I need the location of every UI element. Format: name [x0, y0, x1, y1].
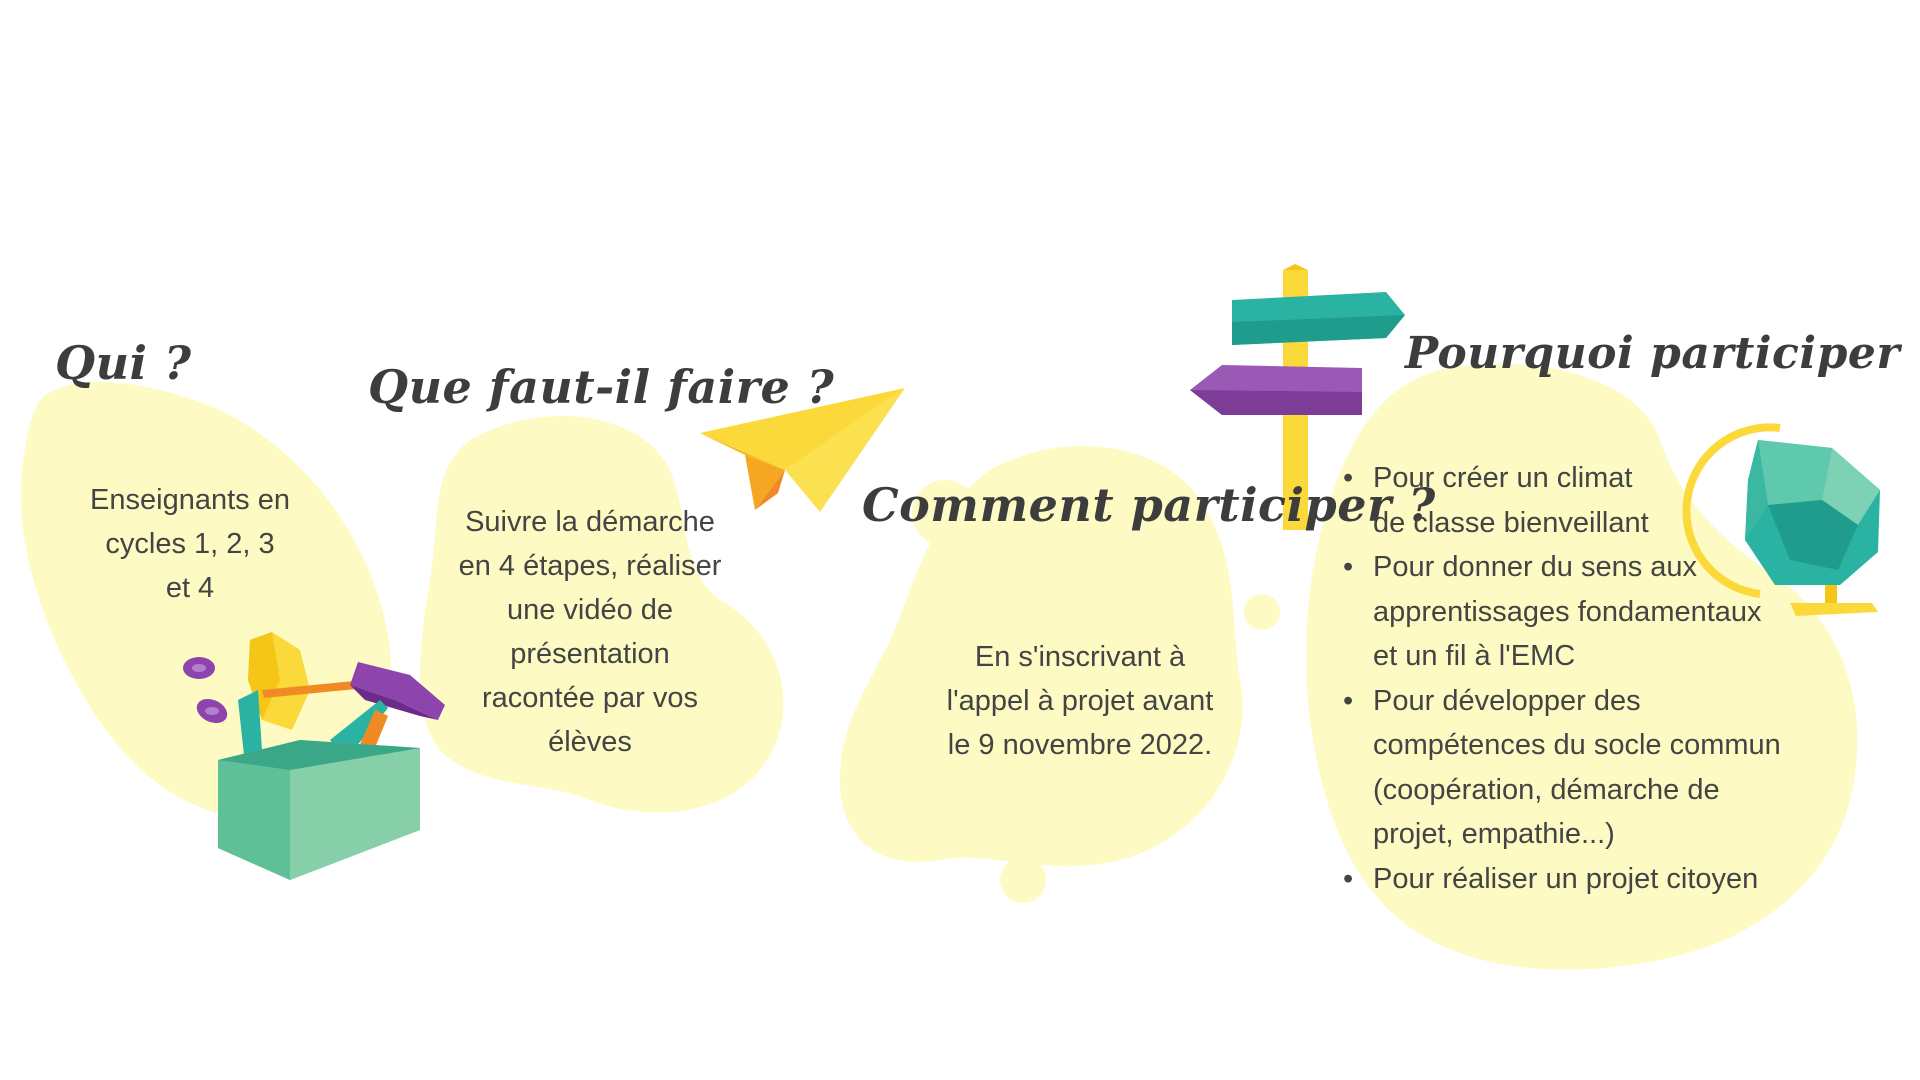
text-line: et 4	[165, 572, 215, 604]
text-line: élèves	[548, 726, 632, 758]
list-item-line: apprentissages fondamentaux	[1373, 595, 1762, 628]
list-item: Pour réaliser un projet citoyen	[1343, 857, 1813, 902]
list-item-line: Pour développer des	[1373, 684, 1641, 717]
list-item: Pour développer des compétences du socle…	[1343, 679, 1813, 857]
text-line: En s'inscrivant à	[974, 641, 1186, 673]
blob-dot-2	[1244, 594, 1280, 630]
text-line: Enseignants en	[90, 484, 290, 516]
list-pourquoi: Pour créer un climat de classe bienveill…	[1343, 456, 1813, 901]
text-comment: En s'inscrivant à l'appel à projet avant…	[920, 635, 1240, 767]
text-line: l'appel à projet avant	[946, 685, 1214, 717]
text-line: en 4 étapes, réaliser	[458, 550, 722, 582]
list-item: Pour créer un climat de classe bienveill…	[1343, 456, 1813, 545]
text-line: une vidéo de	[506, 594, 674, 626]
list-item-line: de classe bienveillant	[1373, 506, 1649, 539]
list-item: Pour donner du sens aux apprentissages f…	[1343, 545, 1813, 679]
list-item-line: et un fil à l'EMC	[1373, 640, 1576, 672]
text-line: présentation	[510, 638, 670, 670]
text-line: racontée par vos	[481, 682, 698, 714]
text-line: le 9 novembre 2022.	[947, 729, 1213, 761]
text-qui: Enseignants en cycles 1, 2, 3 et 4	[60, 478, 320, 610]
list-item-line: projet, empathie...)	[1373, 818, 1615, 850]
blob-que-faire	[420, 416, 784, 813]
list-item-line: Pour créer un climat	[1373, 462, 1633, 494]
text-que-faire: Suivre la démarche en 4 étapes, réaliser…	[440, 500, 740, 764]
list-item-line: Pour donner du sens aux	[1373, 551, 1698, 583]
heading-qui: Qui ?	[55, 336, 192, 390]
blob-comment	[840, 446, 1243, 867]
list-item-line: compétences du socle commun	[1373, 729, 1781, 761]
list-item-line: (coopération, démarche de	[1373, 773, 1720, 806]
heading-que-faire: Que faut-il faire ?	[368, 360, 835, 414]
heading-comment: Comment participer ?	[862, 478, 1436, 532]
text-line: Suivre la démarche	[465, 506, 715, 538]
list-item-line: Pour réaliser un projet citoyen	[1373, 862, 1759, 895]
blob-dot-3	[1000, 857, 1046, 903]
heading-pourquoi: Pourquoi participer ?	[1405, 328, 1920, 379]
text-line: cycles 1, 2, 3	[105, 528, 275, 560]
